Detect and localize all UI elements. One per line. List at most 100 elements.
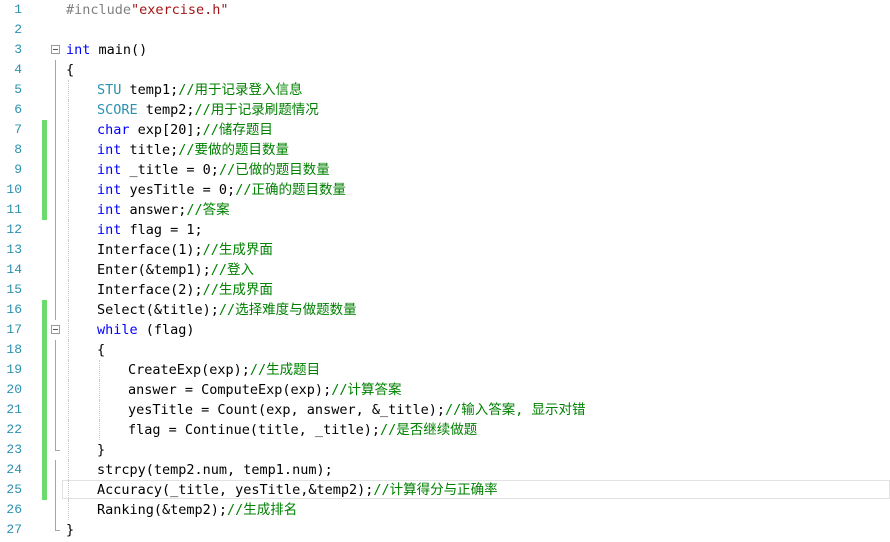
indent-guide xyxy=(68,300,69,320)
code-text[interactable]: while (flag) xyxy=(97,320,195,340)
code-text[interactable]: int answer;//答案 xyxy=(97,200,230,220)
code-text[interactable]: int _title = 0;//已做的题目数量 xyxy=(97,160,330,180)
token-kw: int xyxy=(97,142,122,158)
code-line[interactable]: 4{ xyxy=(0,60,890,80)
token-cm: //是否继续做题 xyxy=(379,422,478,438)
code-text[interactable]: STU temp1;//用于记录登入信息 xyxy=(97,80,303,100)
indent-guide xyxy=(68,400,69,420)
indent-guide xyxy=(68,360,69,380)
token-plain: (flag) xyxy=(137,322,195,338)
outline-line xyxy=(55,460,56,480)
code-text[interactable]: { xyxy=(97,340,105,360)
outline-line xyxy=(55,480,56,500)
code-text[interactable]: } xyxy=(97,440,105,460)
code-text[interactable]: Enter(&temp1);//登入 xyxy=(97,260,254,280)
code-text[interactable]: int flag = 1; xyxy=(97,220,203,240)
code-text[interactable]: flag = Continue(title, _title);//是否继续做题 xyxy=(128,420,477,440)
code-line[interactable]: 12 int flag = 1; xyxy=(0,220,890,240)
indent-guide xyxy=(68,160,69,180)
code-text[interactable]: CreateExp(exp);//生成题目 xyxy=(128,360,320,380)
outline-line xyxy=(55,440,56,450)
code-text[interactable]: answer = ComputeExp(exp);//计算答案 xyxy=(128,380,401,400)
code-line[interactable]: 27} xyxy=(0,520,890,540)
token-cm: //生成界面 xyxy=(202,282,273,298)
code-line[interactable]: 15 Interface(2);//生成界面 xyxy=(0,280,890,300)
code-line[interactable]: 16 Select(&title);//选择难度与做题数量 xyxy=(0,300,890,320)
line-number: 21 xyxy=(6,402,22,417)
change-marker xyxy=(42,300,47,320)
collapse-toggle-icon[interactable] xyxy=(51,45,60,54)
code-text[interactable]: } xyxy=(66,520,74,540)
line-number: 6 xyxy=(14,102,22,117)
indent-guide xyxy=(68,420,69,440)
code-line[interactable]: 24 strcpy(temp2.num, temp1.num); xyxy=(0,460,890,480)
line-number: 12 xyxy=(6,222,22,237)
outline-line xyxy=(55,380,56,400)
token-plain: temp2; xyxy=(137,102,195,118)
token-plain: flag = Continue(title, _title); xyxy=(128,422,380,438)
token-plain: Enter(&temp1); xyxy=(97,262,211,278)
code-line[interactable]: 17 while (flag) xyxy=(0,320,890,340)
code-text[interactable]: int yesTitle = 0;//正确的题目数量 xyxy=(97,180,346,200)
outline-line xyxy=(55,500,56,520)
code-text[interactable]: strcpy(temp2.num, temp1.num); xyxy=(97,460,333,480)
code-text[interactable]: int main() xyxy=(66,40,147,60)
code-text[interactable]: char exp[20];//储存题目 xyxy=(97,120,273,140)
code-text[interactable]: Ranking(&temp2);//生成排名 xyxy=(97,500,297,520)
indent-guide xyxy=(68,100,69,120)
code-line[interactable]: 2 xyxy=(0,20,890,40)
code-text[interactable]: Interface(1);//生成界面 xyxy=(97,240,273,260)
line-number: 16 xyxy=(6,302,22,317)
token-cm: //储存题目 xyxy=(202,122,273,138)
line-number: 2 xyxy=(14,22,22,37)
line-number: 24 xyxy=(6,462,22,477)
token-kw: int xyxy=(97,202,122,218)
token-kw: int xyxy=(66,42,91,58)
line-number: 1 xyxy=(14,2,22,17)
line-number: 17 xyxy=(6,322,22,337)
collapse-toggle-icon[interactable] xyxy=(51,325,60,334)
code-line[interactable]: 21 yesTitle = Count(exp, answer, &_title)… xyxy=(0,400,890,420)
change-marker xyxy=(42,140,47,160)
code-line[interactable]: 6 SCORE temp2;//用于记录刷题情况 xyxy=(0,100,890,120)
token-pp: #include xyxy=(66,2,132,18)
indent-guide xyxy=(99,360,100,380)
code-text[interactable]: yesTitle = Count(exp, answer, &_title);/… xyxy=(128,400,586,420)
code-text[interactable]: { xyxy=(66,60,74,80)
code-text[interactable]: SCORE temp2;//用于记录刷题情况 xyxy=(97,100,319,120)
indent-guide xyxy=(68,260,69,280)
code-line[interactable]: 18{ xyxy=(0,340,890,360)
code-text[interactable]: int title;//要做的题目数量 xyxy=(97,140,289,160)
indent-guide xyxy=(68,180,69,200)
change-marker xyxy=(42,320,47,340)
outline-line xyxy=(55,240,56,260)
token-plain: } xyxy=(97,442,106,458)
code-text[interactable]: #include"exercise.h" xyxy=(66,0,229,20)
code-text[interactable]: Accuracy(_title, yesTitle,&temp2);//计算得分… xyxy=(97,480,498,500)
token-cm: //计算答案 xyxy=(331,382,402,398)
token-kw: int xyxy=(97,182,122,198)
change-marker xyxy=(42,480,47,500)
code-line[interactable]: 1 #include"exercise.h" xyxy=(0,0,890,20)
indent-guide xyxy=(68,500,69,520)
code-text[interactable]: Interface(2);//生成界面 xyxy=(97,280,273,300)
outline-line xyxy=(55,180,56,200)
code-line[interactable]: 23} xyxy=(0,440,890,460)
code-text[interactable]: Select(&title);//选择难度与做题数量 xyxy=(97,300,357,320)
line-number: 15 xyxy=(6,282,22,297)
